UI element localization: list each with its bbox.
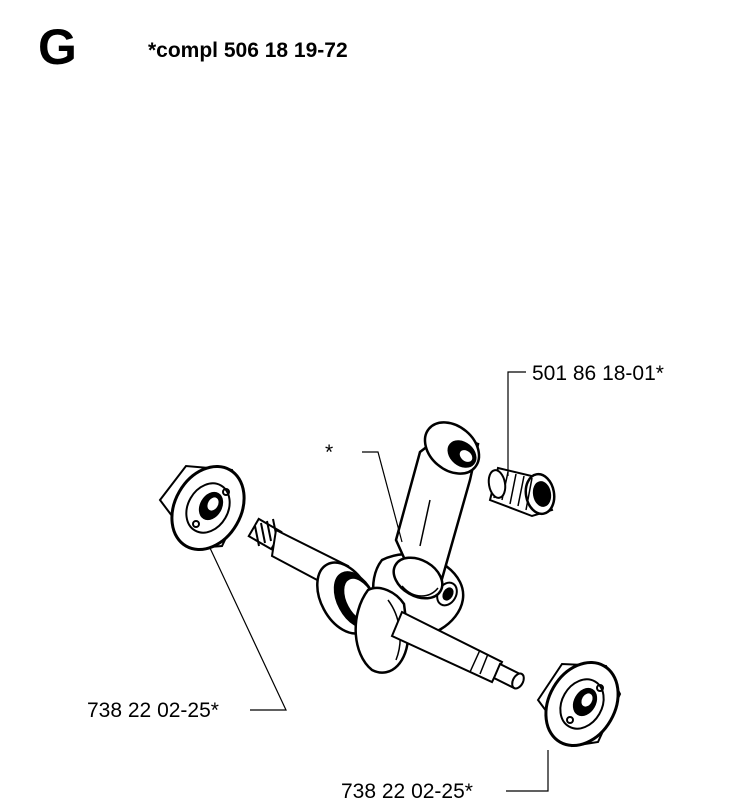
callout-connecting-rod: * bbox=[325, 441, 333, 464]
ball-bearing-right bbox=[536, 660, 622, 748]
ball-bearing-left bbox=[158, 464, 246, 552]
leader-connecting-rod bbox=[362, 451, 403, 543]
crankshaft bbox=[247, 517, 525, 690]
leader-bearing-left bbox=[209, 547, 287, 711]
needle-bearing bbox=[487, 466, 556, 518]
section-letter: G bbox=[38, 19, 77, 75]
leader-needle-bearing bbox=[507, 371, 526, 476]
assembly-note: *compl 506 18 19-72 bbox=[148, 39, 348, 62]
callout-bearing-left: 738 22 02-25* bbox=[87, 699, 219, 722]
callout-bearing-right: 738 22 02-25* bbox=[341, 780, 473, 801]
connecting-rod bbox=[392, 421, 481, 600]
callout-needle-bearing: 501 86 18-01* bbox=[532, 362, 664, 385]
leader-lines bbox=[209, 371, 549, 792]
leader-bearing-right bbox=[506, 750, 549, 792]
